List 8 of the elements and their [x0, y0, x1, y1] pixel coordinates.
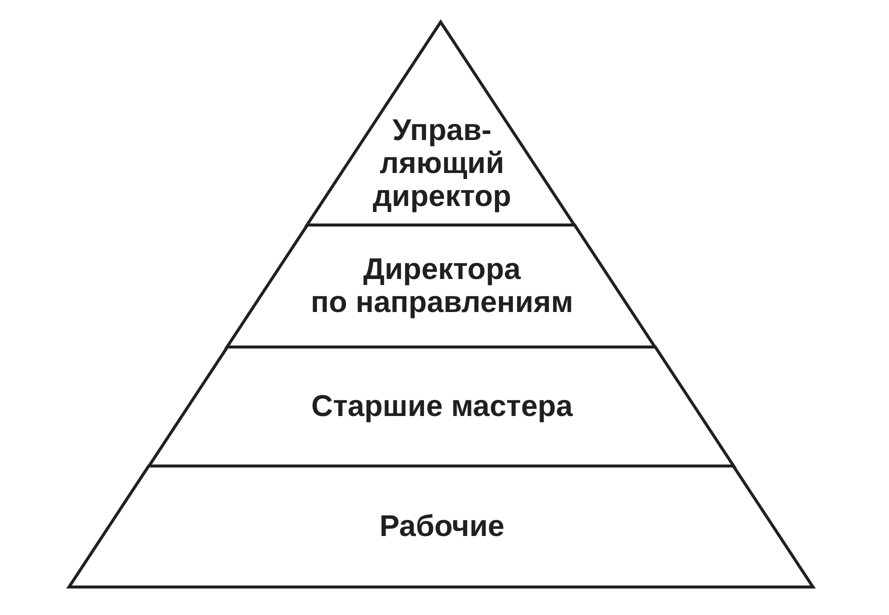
tier-label: Старшие мастера: [311, 390, 573, 422]
tier-label: Директора по направлениям: [310, 253, 574, 319]
pyramid-tier: [224, 222, 658, 350]
tier-label: Рабочие: [380, 510, 504, 542]
pyramid-tier: [146, 344, 736, 469]
pyramid-tier: [304, 19, 578, 228]
pyramid-tier: [66, 463, 816, 590]
tier-label: Управ-ляющий директор: [372, 114, 512, 212]
